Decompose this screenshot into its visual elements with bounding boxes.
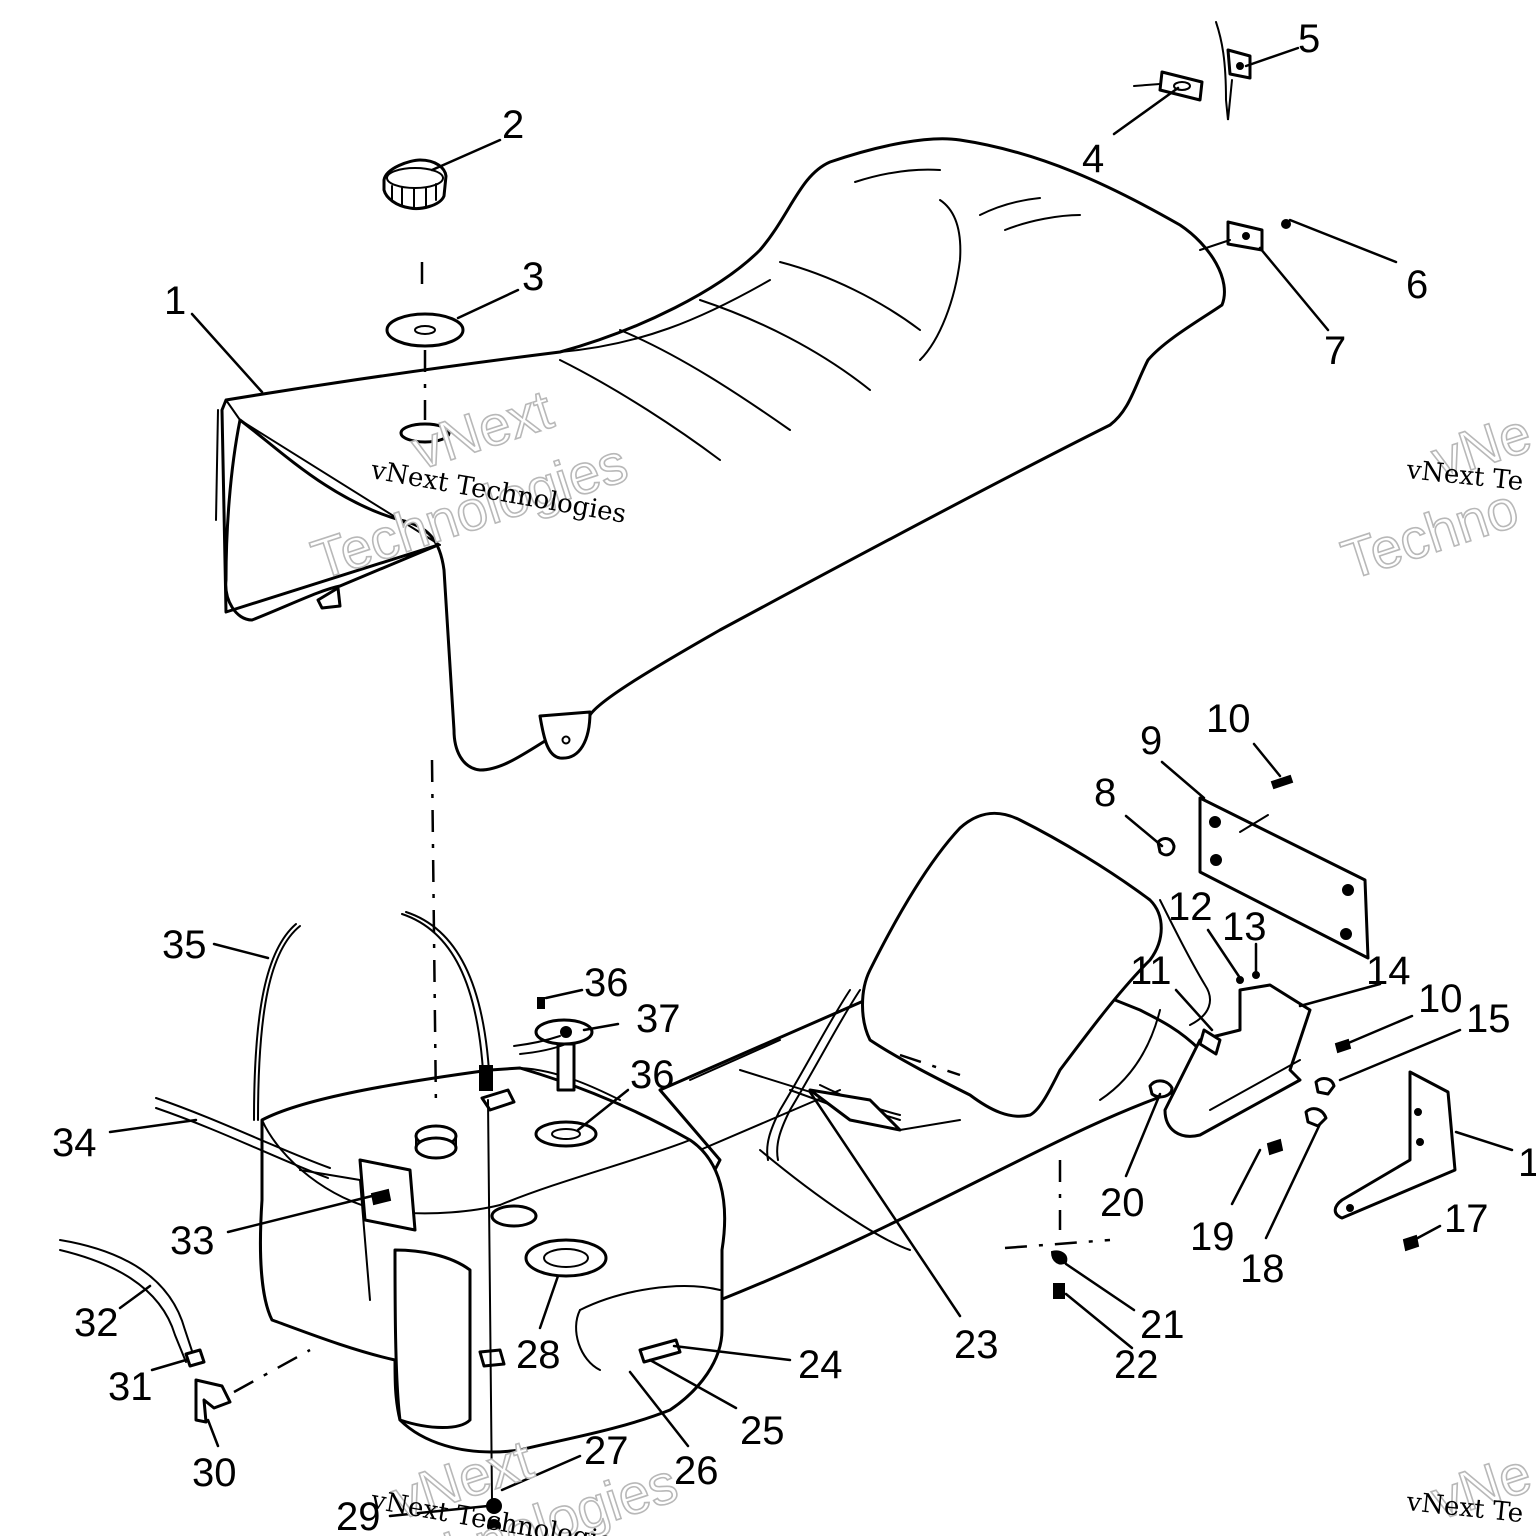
callout-20: 20 <box>1100 1181 1145 1225</box>
callout-17: 17 <box>1444 1197 1489 1241</box>
callout-16-partial: 1 <box>1518 1141 1536 1185</box>
callout-18: 18 <box>1240 1247 1285 1291</box>
callout-2: 2 <box>502 103 524 147</box>
gas-cap <box>382 158 448 210</box>
callout-7: 7 <box>1324 329 1346 373</box>
callout-25: 25 <box>740 1409 785 1453</box>
callout-10-top: 10 <box>1206 697 1251 741</box>
fuel-pickup <box>513 997 594 1092</box>
small-brackets-top <box>1133 21 1291 252</box>
callout-27: 27 <box>584 1429 629 1473</box>
callout-3: 3 <box>522 255 544 299</box>
callout-21: 21 <box>1140 1303 1185 1347</box>
fuel-tank <box>258 1066 727 1454</box>
callout-35: 35 <box>162 923 207 967</box>
callout-36-top: 36 <box>584 961 629 1005</box>
callout-31: 31 <box>108 1365 153 1409</box>
callout-24: 24 <box>798 1343 843 1387</box>
callout-37: 37 <box>636 997 681 1041</box>
callout-19: 19 <box>1190 1215 1235 1259</box>
callout-28: 28 <box>516 1333 561 1377</box>
chassis <box>658 811 1211 1312</box>
callout-13: 13 <box>1222 905 1267 949</box>
callout-26: 26 <box>674 1449 719 1493</box>
callout-36-lower: 36 <box>630 1053 675 1097</box>
callout-34: 34 <box>52 1121 97 1165</box>
callout-5: 5 <box>1298 17 1320 61</box>
callout-32: 32 <box>74 1301 119 1345</box>
callout-8: 8 <box>1094 771 1116 815</box>
callout-14: 14 <box>1366 949 1411 993</box>
callout-10-mid: 10 <box>1418 977 1463 1021</box>
callout-1: 1 <box>164 279 186 323</box>
callout-6: 6 <box>1406 263 1428 307</box>
side-bracket <box>1050 971 1457 1299</box>
hoses <box>59 911 493 1424</box>
callout-22: 22 <box>1114 1343 1159 1387</box>
callout-29: 29 <box>336 1495 381 1536</box>
leader-lines <box>108 46 1514 1518</box>
seal-washer <box>385 312 465 348</box>
callout-12: 12 <box>1168 885 1213 929</box>
callout-labels: 1 2 3 4 5 6 7 8 9 10 10 11 12 13 14 15 1… <box>52 17 1536 1536</box>
callout-30: 30 <box>192 1451 237 1495</box>
mounting-plate <box>1156 774 1370 960</box>
seat <box>215 137 1226 772</box>
callout-11: 11 <box>1130 949 1172 993</box>
callout-33: 33 <box>170 1219 215 1263</box>
callout-15: 15 <box>1466 997 1511 1041</box>
callout-4: 4 <box>1082 137 1104 181</box>
callout-23: 23 <box>954 1323 999 1367</box>
callout-9: 9 <box>1140 719 1162 763</box>
